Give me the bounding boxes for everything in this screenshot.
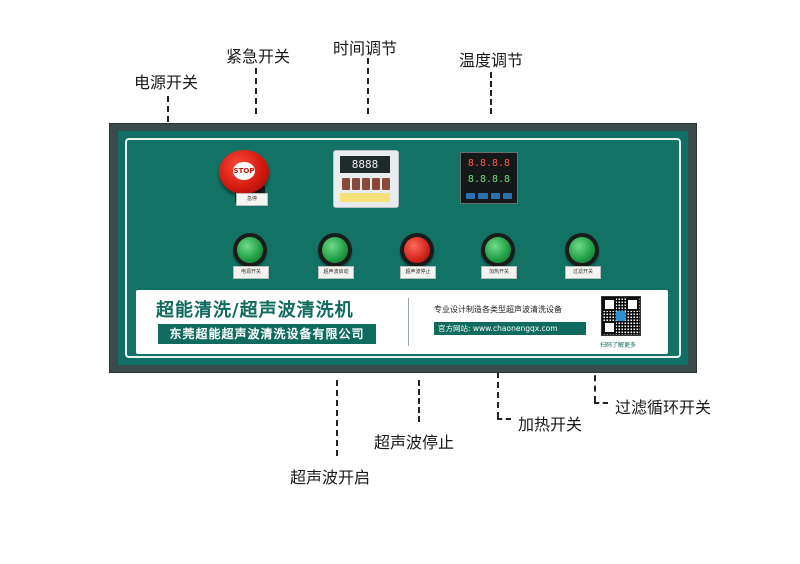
temp-display-sv: 8.8.8.8 <box>467 174 511 185</box>
banner-website[interactable]: 官方网站: www.chaonengqx.com <box>434 322 586 335</box>
temperature-controller[interactable]: 8.8.8.8 8.8.8.8 <box>460 152 518 204</box>
heating-switch-cap <box>485 237 511 263</box>
stop-face-label: STOP <box>233 162 255 180</box>
timer-relay[interactable]: 8888 <box>333 150 399 208</box>
leader-ultrasonic-start <box>336 380 338 456</box>
power-switch-cap <box>237 237 263 263</box>
callout-heating-switch: 加热开关 <box>518 415 583 434</box>
stop-button-cap: STOP <box>219 150 269 194</box>
filter-switch-cap <box>569 237 595 263</box>
leader-temp <box>490 72 492 114</box>
leader-filter-h <box>594 402 608 404</box>
banner-title: 超能清洗/超声波清洗机 <box>156 300 354 321</box>
ultrasonic-stop-button[interactable] <box>400 233 434 267</box>
banner-company-name: 东莞超能超声波清洗设备有限公司 <box>158 324 376 344</box>
temp-display-pv: 8.8.8.8 <box>467 158 511 169</box>
power-switch-button[interactable] <box>233 233 267 267</box>
callout-ultrasonic-stop: 超声波停止 <box>374 433 455 452</box>
qr-code-icon[interactable] <box>601 296 641 336</box>
leader-emergency <box>255 68 257 114</box>
banner-slogan: 专业设计制造各类型超声波清洗设备 <box>434 305 562 314</box>
leader-time <box>367 58 369 114</box>
leader-ultrasonic-stop <box>418 380 420 422</box>
callout-time-adjust: 时间调节 <box>333 39 398 58</box>
ultrasonic-start-button[interactable] <box>318 233 352 267</box>
ultrasonic-stop-tag: 超声波停止 <box>400 266 436 279</box>
temp-keypad[interactable] <box>466 193 512 199</box>
qr-caption: 扫码了解更多 <box>600 342 637 349</box>
ultrasonic-start-tag: 超声波启动 <box>318 266 354 279</box>
timer-dials[interactable] <box>342 178 390 190</box>
heating-switch-tag: 加热开关 <box>481 266 517 279</box>
callout-filter-cycle-switch: 过滤循环开关 <box>615 398 712 417</box>
brand-banner: 超能清洗/超声波清洗机 东莞超能超声波清洗设备有限公司 专业设计制造各类型超声波… <box>136 290 668 354</box>
stop-button-tag: 急停 <box>236 193 268 206</box>
timer-display: 8888 <box>340 156 390 173</box>
power-switch-tag: 电源开关 <box>233 266 269 279</box>
callout-power-switch: 电源开关 <box>134 73 199 92</box>
banner-divider <box>408 298 409 346</box>
filter-switch-tag: 过滤开关 <box>565 266 601 279</box>
ultrasonic-stop-cap <box>404 237 430 263</box>
leader-heating-h <box>497 418 511 420</box>
callout-emergency-switch: 紧急开关 <box>226 47 291 66</box>
timer-base <box>340 193 390 202</box>
callout-ultrasonic-start: 超声波开启 <box>290 468 371 487</box>
callout-temp-adjust: 温度调节 <box>459 51 524 70</box>
filter-switch-button[interactable] <box>565 233 599 267</box>
ultrasonic-start-cap <box>322 237 348 263</box>
heating-switch-button[interactable] <box>481 233 515 267</box>
